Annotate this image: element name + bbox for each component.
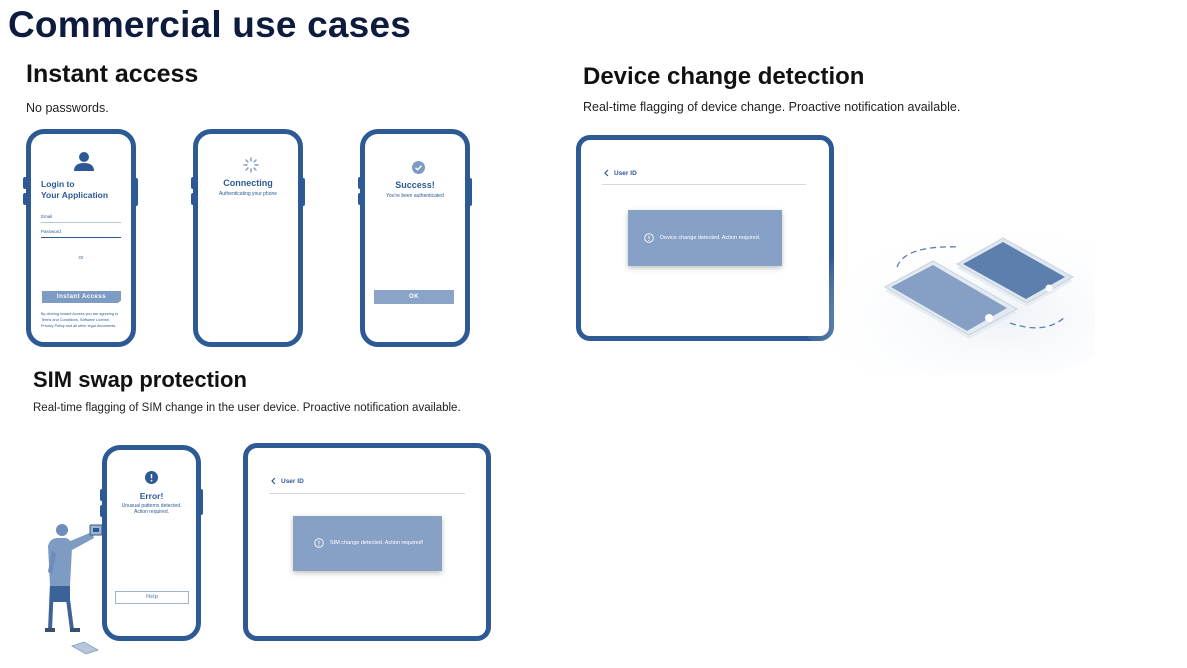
device-change-subtitle: Real-time flagging of device change. Pro…: [583, 100, 961, 114]
device-change-alert: Device change detected. Action required.: [628, 210, 782, 266]
divider: [269, 493, 465, 494]
sim-swap-subtitle: Real-time flagging of SIM change in the …: [33, 402, 461, 414]
terms-text: By clicking Instant Access you are agree…: [41, 311, 118, 329]
device-swap-illustration: [790, 215, 1095, 375]
success-subtitle: You're been authenticated: [386, 193, 444, 199]
page-title: Commercial use cases: [8, 4, 412, 45]
login-title-line2: Your Application: [41, 190, 109, 200]
email-label: Email: [41, 214, 53, 219]
info-icon: [644, 233, 654, 243]
phone-side-button: [468, 178, 472, 206]
phone-side-button: [199, 489, 203, 515]
ok-button[interactable]: OK: [374, 290, 454, 304]
password-label: Password: [41, 229, 61, 234]
alert-circle-icon: [145, 471, 158, 484]
phone-side-button: [23, 193, 27, 205]
success-title: Success!: [395, 180, 435, 190]
error-line1: Unusual patterns detected.: [121, 503, 182, 509]
user-icon: [74, 152, 94, 171]
info-icon: [314, 538, 324, 548]
instant-access-subtitle: No passwords.: [26, 101, 109, 115]
loading-spinner-icon: [243, 157, 259, 173]
login-phone: Login to Your Application Email Password…: [26, 129, 136, 347]
help-button[interactable]: Help: [115, 591, 189, 604]
phone-side-button: [301, 178, 305, 206]
connecting-title: Connecting: [223, 178, 273, 188]
success-phone: Success! You're been authenticated OK: [360, 129, 470, 347]
phone-side-button: [134, 178, 138, 206]
device-change-heading: Device change detection: [583, 63, 865, 90]
connecting-subtitle: Authenticating your phone: [218, 191, 278, 197]
sim-swap-alert: SIM change detected. Action required!: [293, 516, 442, 571]
device-change-tablet: User ID Device change detected. Action r…: [576, 135, 834, 341]
back-label[interactable]: User ID: [281, 478, 304, 485]
connecting-phone: Connecting Authenticating your phone: [193, 129, 303, 347]
or-text: Or: [78, 255, 84, 260]
check-circle-icon: [412, 161, 425, 174]
terms-line: By clicking Instant Access you are agree…: [41, 312, 119, 316]
login-title-line1: Login to: [41, 179, 75, 189]
chevron-left-icon[interactable]: [603, 169, 609, 177]
divider: [602, 184, 806, 185]
terms-line[interactable]: Terms and Conditions, Software License,: [41, 318, 111, 322]
device-change-alert-text: Device change detected. Action required.: [660, 235, 761, 241]
person-with-sim-illustration: [45, 524, 103, 655]
sim-swap-tablet: User ID SIM change detected. Action requ…: [243, 443, 491, 641]
instant-access-heading: Instant access: [26, 60, 199, 88]
error-title: Error!: [139, 491, 164, 501]
sim-swap-heading: SIM swap protection: [33, 367, 247, 392]
error-phone: Error! Unusual patterns detected. Action…: [102, 445, 201, 641]
sim-swap-alert-text: SIM change detected. Action required!: [330, 540, 424, 546]
terms-line[interactable]: Privacy Policy and all other legal docum…: [41, 324, 117, 328]
password-field[interactable]: [41, 237, 121, 238]
email-field[interactable]: [41, 222, 121, 223]
error-line2: Action required.: [133, 509, 170, 515]
instant-access-button[interactable]: Instant Access: [42, 291, 121, 303]
back-label[interactable]: User ID: [614, 170, 637, 177]
phone-side-button: [23, 177, 27, 189]
chevron-left-icon[interactable]: [270, 477, 276, 485]
